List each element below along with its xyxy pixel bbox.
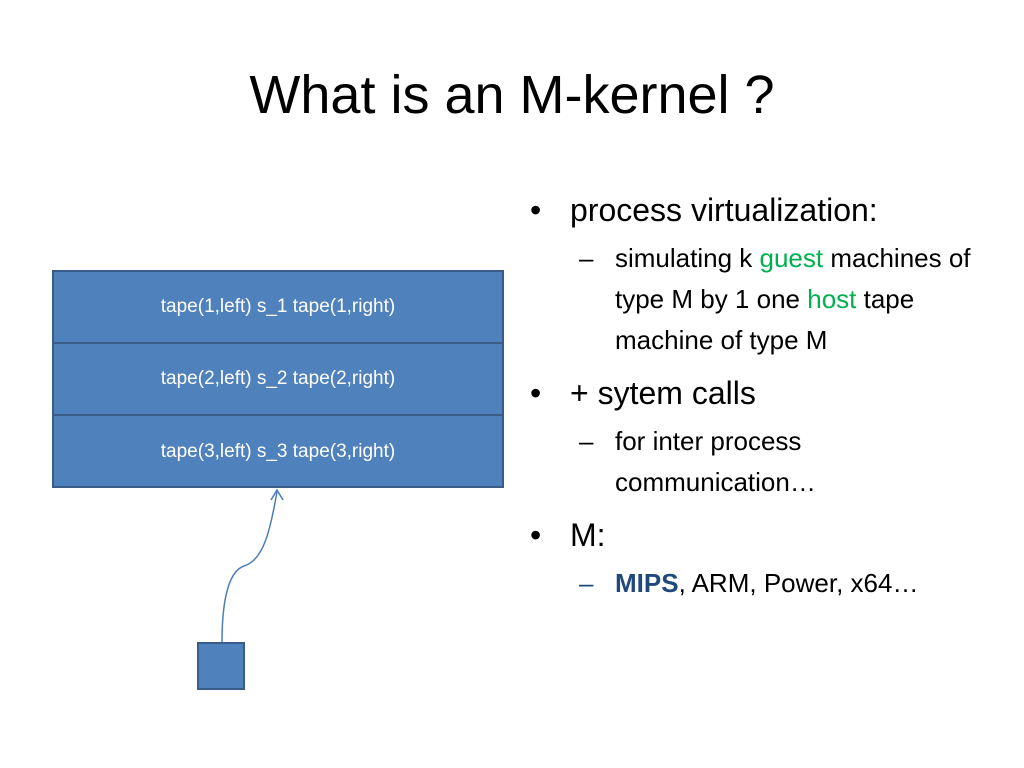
tape-row-2: tape(2,left) s_2 tape(2,right) — [54, 344, 502, 416]
bullet-item: • + sytem calls — [530, 371, 1000, 415]
host-highlight: host — [807, 284, 857, 314]
bullet-item: • process virtualization: — [530, 188, 1000, 232]
sub-bullet-marker: – — [579, 426, 594, 456]
bullet-text: M: — [570, 517, 606, 553]
sub-bullet-item: – MIPS, ARM, Power, x64… — [575, 563, 1000, 604]
sub-bullet-marker: – — [579, 243, 594, 273]
bullet-marker: • — [530, 192, 542, 228]
process-box — [197, 642, 245, 690]
guest-highlight: guest — [759, 243, 824, 273]
sub-bullet-text-1: simulating k — [615, 243, 760, 273]
tape-row-1-label: tape(1,left) s_1 tape(1,right) — [160, 296, 396, 317]
sub-bullet-item: – for inter process communication… — [575, 421, 1000, 503]
sub-bullet-text: , ARM, Power, x64… — [678, 568, 919, 598]
bullet-list: • process virtualization: – simulating k… — [530, 188, 1000, 614]
bullet-text: + sytem calls — [570, 375, 756, 411]
arrowhead-icon — [270, 488, 284, 501]
bullet-marker: • — [530, 375, 542, 411]
bullet-item: • M: — [530, 513, 1000, 557]
slide-title: What is an M-kernel ? — [249, 65, 775, 125]
sub-bullet-text: for inter process communication… — [615, 426, 816, 497]
sub-bullet-item: – simulating k guest machines of type M … — [575, 238, 1000, 361]
tape-row-3-label: tape(3,left) s_3 tape(3,right) — [160, 441, 396, 462]
tape-row-2-label: tape(2,left) s_2 tape(2,right) — [160, 368, 396, 389]
mips-highlight: MIPS — [615, 568, 679, 598]
tape-row-1: tape(1,left) s_1 tape(1,right) — [54, 272, 502, 344]
bullet-text: process virtualization: — [570, 192, 878, 228]
bullet-marker: • — [530, 517, 542, 553]
tape-stack: tape(1,left) s_1 tape(1,right) tape(2,le… — [52, 270, 504, 488]
sub-bullet-marker: – — [579, 568, 594, 598]
connector-curve — [221, 491, 278, 643]
sub-bullet-text-2: machines of type M by 1 one — [615, 243, 971, 314]
tape-row-3: tape(3,left) s_3 tape(3,right) — [54, 416, 502, 488]
sub-bullet-text-3: tape machine of type M — [615, 284, 915, 355]
